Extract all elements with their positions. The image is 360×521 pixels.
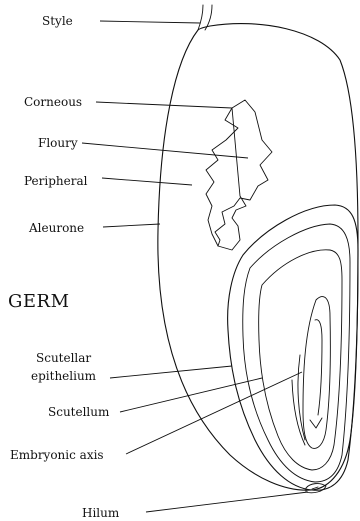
label-floury: Floury [38,136,78,150]
label-hilum: Hilum [82,506,120,520]
label-embryonic-axis: Embryonic axis [10,448,104,462]
label-scutellar-line1: Scutellar [36,351,91,365]
kernel-outline [158,24,358,491]
germ-outline [228,205,358,490]
scutellum-zone [259,250,342,470]
leader-style [100,21,200,23]
leader-scutellum [120,378,262,412]
label-corneous: Corneous [24,95,82,109]
leader-scutellar-epithelium [110,366,232,378]
leader-embryonic-axis [126,372,302,454]
label-scutellum: Scutellum [48,405,110,419]
leader-aleurone [103,224,160,227]
leader-floury [82,143,248,158]
leader-hilum [146,492,308,512]
embryonic-axis-inner [310,320,322,428]
label-style: Style [42,14,73,28]
leader-corneous [96,102,232,108]
label-peripheral: Peripheral [24,174,88,188]
label-aleurone: Aleurone [28,221,84,235]
label-scutellar-line2: epithelium [31,369,97,383]
floury-inner-edge [206,108,238,246]
label-germ: GERM [8,291,70,312]
leader-peripheral [102,178,192,185]
floury-endosperm-outline [215,100,272,250]
